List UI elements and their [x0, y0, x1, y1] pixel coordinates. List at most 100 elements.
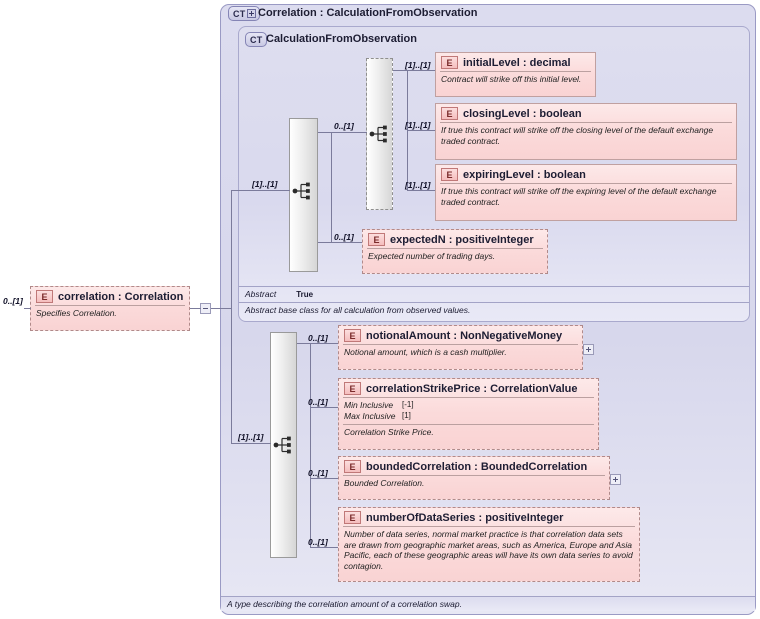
divider	[367, 248, 543, 249]
element-icon: E	[344, 382, 361, 395]
connector-line	[190, 308, 201, 309]
ct-badge-base[interactable]: CT	[245, 32, 268, 47]
facet-label: Max Inclusive	[344, 411, 396, 422]
element-box-closingLevel[interactable]: E closingLevel : boolean If true this co…	[435, 103, 737, 160]
sequence-icon	[292, 182, 310, 200]
element-box-expiringLevel[interactable]: E expiringLevel : boolean If true this c…	[435, 164, 737, 221]
sequence-icon	[273, 436, 291, 454]
base-annotation-row: Abstract base class for all calculation …	[239, 302, 749, 317]
sequence-compositor-base[interactable]	[289, 118, 318, 272]
element-header: E closingLevel : boolean	[436, 104, 736, 122]
element-annotation: If true this contract will strike off th…	[441, 125, 714, 146]
cardinality-expiringLevel: [1]..[1]	[405, 180, 431, 190]
cardinality-notionalAmount: 0..[1]	[308, 333, 328, 343]
connector-line	[332, 132, 367, 133]
connector-line	[231, 190, 232, 443]
connector-line	[407, 130, 435, 131]
element-name: notionalAmount : NonNegativeMoney	[366, 329, 563, 342]
expand-toggle-notionalAmount[interactable]	[583, 344, 594, 355]
connector-line	[249, 190, 290, 191]
connector-line	[332, 242, 362, 243]
sequence-icon	[369, 125, 387, 143]
ct-base-badge-label: CT	[250, 34, 263, 45]
element-icon: E	[441, 168, 458, 181]
element-box-expectedN[interactable]: E expectedN : positiveInteger Expected n…	[362, 229, 548, 274]
element-annotation: Expected number of trading days.	[368, 251, 496, 261]
plus-icon[interactable]	[247, 9, 257, 18]
abstract-value: True	[296, 290, 314, 299]
element-name: boundedCorrelation : BoundedCorrelation	[366, 460, 588, 473]
element-name: expiringLevel : boolean	[463, 168, 586, 181]
facet-row: Min Inclusive [-1]	[344, 400, 593, 411]
element-annotation: Contract will strike off this initial le…	[441, 74, 582, 84]
divider	[440, 71, 591, 72]
element-icon: E	[368, 233, 385, 246]
facet-value: [-1]	[402, 400, 414, 409]
connector-line	[393, 70, 408, 71]
element-icon: E	[344, 329, 361, 342]
cardinality-correlationStrikePrice: 0..[1]	[308, 397, 328, 407]
element-name: closingLevel : boolean	[463, 107, 582, 120]
divider	[440, 122, 732, 123]
cardinality-boundedCorrelation: 0..[1]	[308, 468, 328, 478]
connector-line	[211, 308, 231, 309]
divider	[343, 526, 635, 527]
divider	[35, 305, 185, 306]
cardinality-correlation-sequence: [1]..[1]	[238, 432, 264, 442]
connector-line	[310, 343, 338, 344]
element-name: correlationStrikePrice : CorrelationValu…	[366, 382, 578, 395]
element-icon: E	[441, 107, 458, 120]
element-header: E correlationStrikePrice : CorrelationVa…	[339, 379, 598, 397]
footer-annotation-row: A type describing the correlation amount…	[221, 596, 755, 611]
element-name: expectedN : positiveInteger	[390, 233, 534, 246]
element-box-correlationStrikePrice[interactable]: E correlationStrikePrice : CorrelationVa…	[338, 378, 599, 450]
element-annotation: Bounded Correlation.	[344, 478, 425, 488]
base-type-title: CalculationFromObservation	[266, 33, 417, 45]
element-box-correlation[interactable]: E correlation : Correlation Specifies Co…	[30, 286, 190, 331]
connector-line	[310, 407, 338, 408]
cardinality-numberOfDataSeries: 0..[1]	[308, 537, 328, 547]
connector-line	[407, 70, 435, 71]
cardinality-initialLevel: [1]..[1]	[405, 60, 431, 70]
connector-line	[310, 547, 338, 548]
cardinality-correlation: 0..[1]	[3, 296, 23, 306]
connector-line	[24, 308, 31, 309]
divider	[343, 344, 578, 345]
facet-list: Min Inclusive [-1] Max Inclusive [1]	[339, 398, 598, 424]
element-box-initialLevel[interactable]: E initialLevel : decimal Contract will s…	[435, 52, 596, 97]
element-icon: E	[344, 511, 361, 524]
connector-line	[310, 478, 338, 479]
element-annotation: Notional amount, which is a cash multipl…	[344, 347, 507, 357]
element-icon: E	[441, 56, 458, 69]
element-box-numberOfDataSeries[interactable]: E numberOfDataSeries : positiveInteger N…	[338, 507, 640, 582]
cardinality-closingLevel: [1]..[1]	[405, 120, 431, 130]
element-header: E correlation : Correlation	[31, 287, 189, 305]
element-box-notionalAmount[interactable]: E notionalAmount : NonNegativeMoney Noti…	[338, 325, 583, 370]
collapse-toggle-correlation[interactable]	[200, 303, 211, 314]
ct-plus-badge[interactable]: CT	[228, 6, 261, 21]
facet-row: Max Inclusive [1]	[344, 411, 593, 422]
ct-badge-label: CT	[233, 8, 246, 19]
element-annotation: Specifies Correlation.	[36, 308, 117, 318]
element-header: E numberOfDataSeries : positiveInteger	[339, 508, 639, 526]
element-name: correlation : Correlation	[58, 290, 184, 303]
element-name: numberOfDataSeries : positiveInteger	[366, 511, 564, 524]
root-type-title: Correlation : CalculationFromObservation	[258, 7, 478, 19]
cardinality-base-inner-sequence: 0..[1]	[334, 121, 354, 131]
element-header: E expectedN : positiveInteger	[363, 230, 547, 248]
divider	[440, 183, 732, 184]
expand-toggle-boundedCorrelation[interactable]	[610, 474, 621, 485]
element-header: E expiringLevel : boolean	[436, 165, 736, 183]
element-box-boundedCorrelation[interactable]: E boundedCorrelation : BoundedCorrelatio…	[338, 456, 610, 500]
connector-line	[231, 190, 249, 191]
element-annotation: If true this contract will strike off th…	[441, 186, 717, 207]
connector-line	[297, 343, 311, 344]
element-name: initialLevel : decimal	[463, 56, 571, 69]
cardinality-base-sequence: [1]..[1]	[252, 179, 278, 189]
divider	[343, 424, 594, 426]
element-annotation: Number of data series, normal market pra…	[344, 529, 633, 571]
divider	[343, 397, 594, 398]
element-icon: E	[344, 460, 361, 473]
connector-line	[310, 343, 311, 547]
